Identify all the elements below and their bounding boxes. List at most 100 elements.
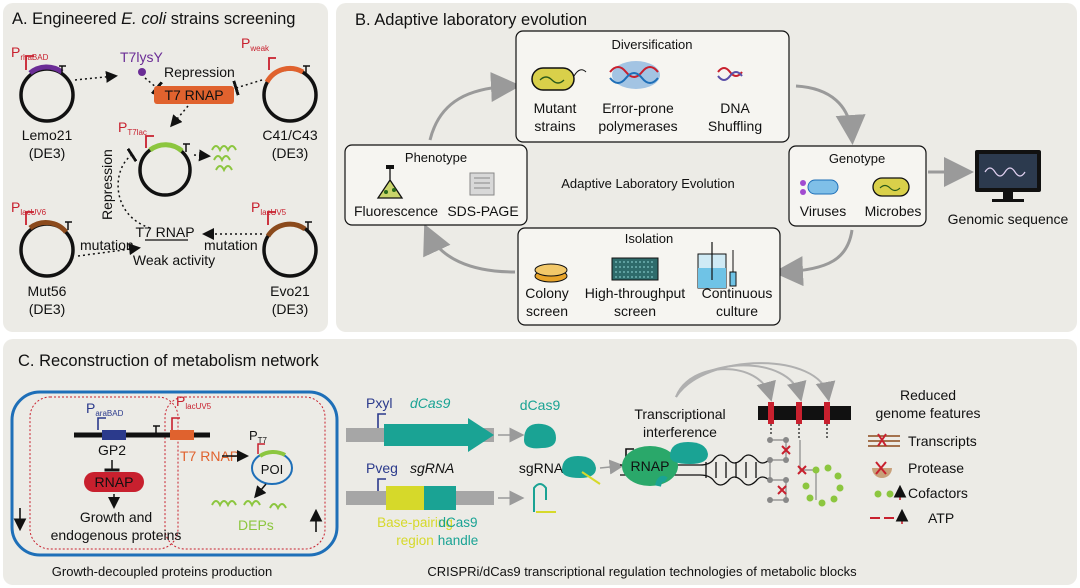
strain-label-lemo21: Lemo21 [22,127,73,143]
promoter-label-arabad: ParaBAD [86,400,124,418]
metabolic-network-icon [769,439,817,501]
terminator-icon [59,65,66,74]
terminator-icon [303,65,310,74]
promoter-arrow-icon [377,413,386,428]
ht-label-1: High-throughput [585,285,686,301]
strain-label-c41: C41/C43 [262,127,317,143]
gel-icon [469,172,495,196]
atp-label: ATP [928,510,954,526]
panel-c-title: C. Reconstruction of metabolism network [18,352,320,370]
rnap-box [84,472,144,492]
panel-a-title: A. Engineered E. coli strains screening [12,10,295,28]
dcas9-sgrna-complex-icon [562,456,596,478]
terminator-icon [183,143,190,152]
weak-activity-label: Weak activity [133,252,215,268]
cell-membrane [10,390,339,557]
promoter-label-lacuv6: PlacUV6 [11,199,47,217]
gp2-gene [102,430,126,440]
protease-label: Protease [908,460,964,476]
genomic-label: Genomic sequence [948,211,1069,227]
promoter-label-lacuv5-c: PlacUV5 [176,393,212,411]
promoter-label-weak: Pweak [241,35,270,53]
dcas9-gene-arrow [384,418,494,452]
dcas9-protein-label: dCas9 [520,397,561,413]
sgrna-gene-label: sgRNA [410,460,454,476]
targeting-arrows [675,362,836,402]
strain-label-c41-de3: (DE3) [272,145,309,161]
petri-dish-icon [534,263,568,283]
pveg-label: Pveg [366,460,398,476]
block-marker-icon [768,402,830,424]
cont-label-2: culture [716,303,758,319]
dcas9-handle-region [424,486,456,510]
growth-label-1: Growth and [80,509,152,525]
reduced-label-2: genome features [875,405,980,421]
viruses-label: Viruses [800,203,846,219]
dna-label-2: Shuffling [708,118,762,134]
rnap-label: RNAP [95,474,134,490]
promoter-arrow-icon [25,211,34,225]
cofactors-label: Cofactors [908,485,968,501]
red-cross-icon [777,445,807,495]
dna-helix-icon [620,454,771,486]
protein-coil-icon [211,500,287,511]
dcas9-bound-icon [670,442,708,464]
strain-label-mut56-de3: (DE3) [29,301,66,317]
sgrna-label: sgRNA [519,460,564,476]
cofactor-cycle-icon [802,464,844,507]
genotype-box [788,145,927,227]
colony-label-1: Colony [525,285,569,301]
pxyl-label: Pxyl [366,395,392,411]
poi-plasmid: POI PT7 [249,428,293,485]
repression-label-top: Repression [164,64,235,80]
promoter-label-rhabad: PrhaBAD [11,44,49,62]
reduced-label-1: Reduced [900,387,956,403]
transcripts-icon [868,433,900,447]
t7-rnap-label-bottom: T7 RNAP [135,224,194,240]
cycle-arrow [773,229,854,287]
terminator-icon [153,425,160,434]
promoter-label-lacuv5: PlacUV5 [251,199,287,217]
t7rnap-label-c: T7 RNAP [180,448,239,464]
plasmid-evo21: PlacUV5 Evo21 (DE3) [251,199,318,317]
strain-label-mut56: Mut56 [28,283,67,299]
promoter-arrow-icon [97,417,106,430]
dcas9-gene-label: dCas9 [410,395,451,411]
growth-label-2: endogenous proteins [51,527,182,543]
error-label-1: Error-prone [602,100,674,116]
monitor-icon [975,150,1041,202]
protein-coil-icon [211,145,237,173]
diversification-box [515,30,790,143]
cycle-arrow [795,84,866,145]
promoter-label-t7: PT7 [249,428,268,445]
repression-arrow-side [117,147,151,229]
virus-icon [800,179,839,195]
mutation-arrow-left [77,243,141,257]
t7-rnap-gene [170,430,194,440]
base-pairing-label-2: region [396,533,434,548]
cycle-arrow [423,223,516,274]
panel-b: B. Adaptive laboratory evolution Diversi… [336,3,1077,332]
dna-shuffling-icon [717,67,743,81]
microplate-icon [611,257,659,281]
expression-arrow [74,70,118,83]
ht-label-2: screen [614,303,656,319]
terminator-icon [305,221,312,230]
terminator-icon [65,221,72,230]
panel-a: A. Engineered E. coli strains screening … [3,3,328,332]
phenotype-label: Phenotype [405,150,467,165]
strain-label-evo21-de3: (DE3) [272,301,309,317]
flask-icon [376,165,404,199]
t7lysy-label: T7lysY [120,49,163,65]
region-growth [29,396,179,550]
strain-label-evo21: Evo21 [270,283,310,299]
t7-rnap-label-top: T7 RNAP [164,87,223,103]
mutant-label-2: strains [534,118,575,134]
t7-rnap-box-top [154,86,234,104]
mutation-label-left: mutation [80,237,134,253]
sds-label: SDS-PAGE [447,203,518,219]
metabolite-dots [767,437,789,503]
handle-label-2: handle [438,533,479,548]
bacteria-icon [872,177,910,197]
